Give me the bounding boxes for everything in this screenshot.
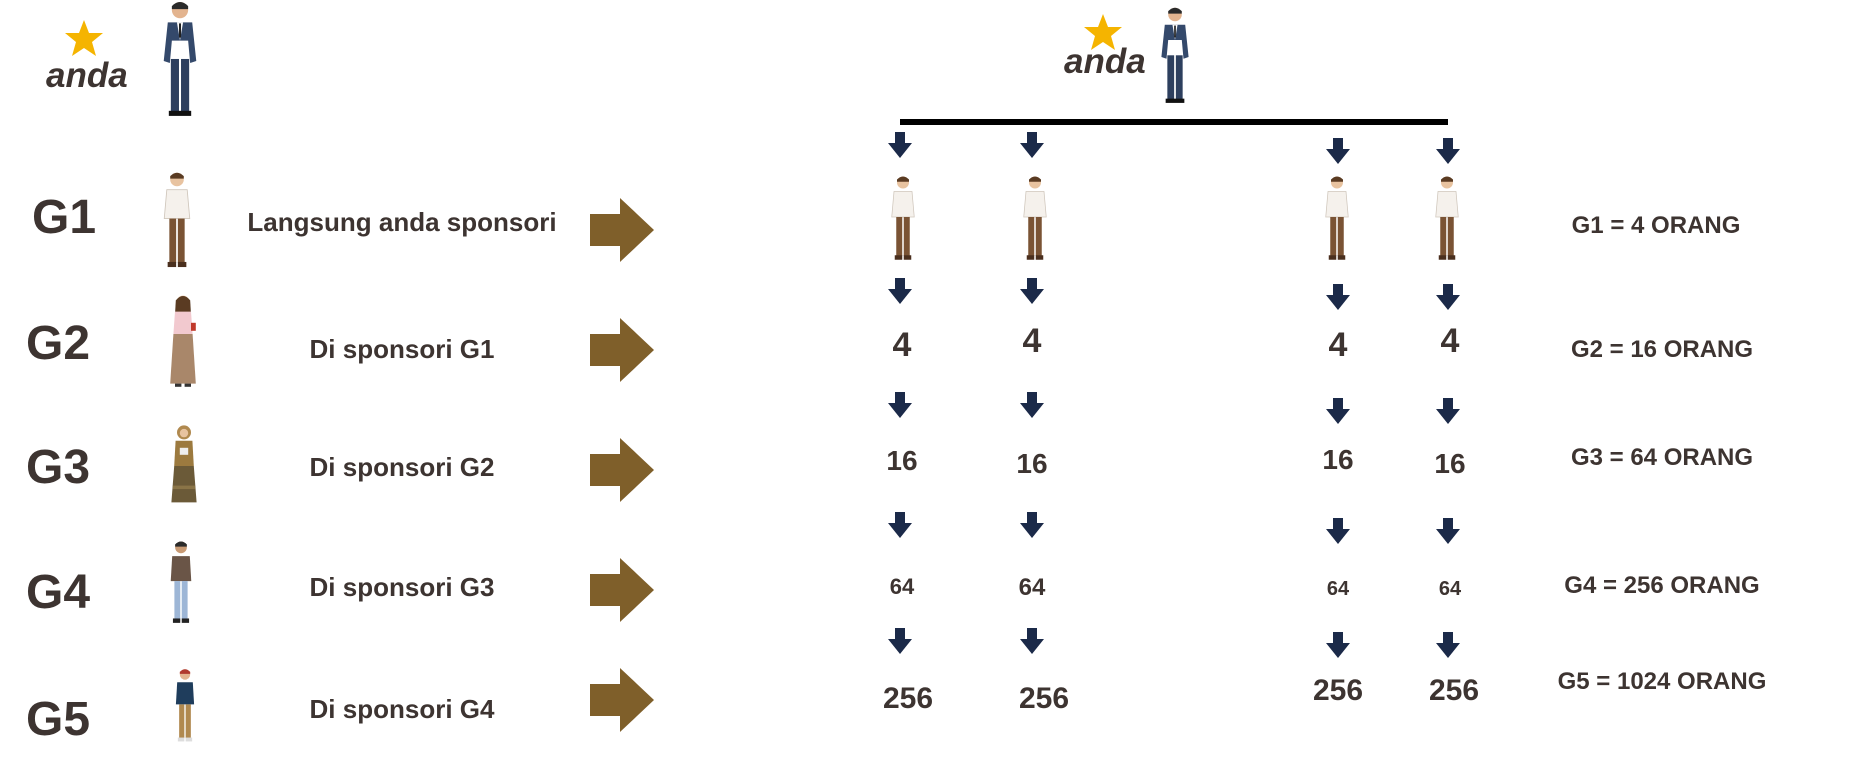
right-arrow-icon bbox=[590, 558, 654, 622]
tree-value: 4 bbox=[1440, 322, 1460, 360]
down-arrow-icon bbox=[1326, 138, 1350, 164]
down-arrow-icon bbox=[1326, 284, 1350, 310]
right-arrow-icon bbox=[590, 198, 654, 262]
woman-hijab-icon bbox=[166, 424, 202, 508]
gen-desc-g1: Langsung anda sponsori bbox=[247, 207, 557, 237]
right-arrow-icon bbox=[590, 668, 654, 732]
tree-value: 64 bbox=[889, 574, 915, 599]
gen-desc-g3: Di sponsori G2 bbox=[309, 452, 495, 482]
businessman-icon bbox=[1157, 6, 1193, 108]
down-arrow-icon bbox=[1436, 398, 1460, 424]
gen-desc-g4: Di sponsori G3 bbox=[309, 572, 495, 602]
down-arrow-icon bbox=[888, 392, 912, 418]
down-arrow-icon bbox=[1020, 132, 1044, 158]
gen-desc-g2: Di sponsori G1 bbox=[309, 334, 495, 364]
down-arrow-icon bbox=[888, 628, 912, 654]
down-arrow-icon bbox=[1020, 628, 1044, 654]
tree-value: 16 bbox=[1322, 444, 1354, 475]
down-arrow-icon bbox=[1436, 284, 1460, 310]
tree-value: 16 bbox=[886, 445, 918, 476]
down-arrow-icon bbox=[1020, 512, 1044, 538]
woman-long-skirt-icon bbox=[166, 294, 200, 390]
tree-value: 64 bbox=[1438, 578, 1462, 600]
tree-value: 256 bbox=[1428, 674, 1480, 707]
gen-label-g5: G5 bbox=[26, 693, 91, 746]
man-casual-icon bbox=[166, 540, 196, 628]
down-arrow-icon bbox=[888, 278, 912, 304]
tree-value: 16 bbox=[1434, 448, 1466, 479]
gen-total-g2: G2 = 16 ORANG bbox=[1570, 336, 1754, 363]
tree-root-bar bbox=[900, 119, 1448, 125]
gen-total-g4: G4 = 256 ORANG bbox=[1564, 572, 1760, 599]
gen-total-g3: G3 = 64 ORANG bbox=[1570, 444, 1754, 471]
anda-label-center: anda bbox=[1064, 42, 1146, 81]
gen-label-g3: G3 bbox=[26, 441, 91, 494]
star-icon bbox=[64, 18, 104, 58]
man-white-shirt-icon bbox=[888, 170, 918, 270]
down-arrow-icon bbox=[1436, 632, 1460, 658]
tree-value: 256 bbox=[1312, 674, 1364, 707]
gen-total-g5: G5 = 1024 ORANG bbox=[1557, 668, 1767, 695]
right-arrow-icon bbox=[590, 318, 654, 382]
tree-value: 16 bbox=[1016, 448, 1048, 479]
gen-label-g1: G1 bbox=[32, 191, 97, 244]
down-arrow-icon bbox=[1020, 278, 1044, 304]
down-arrow-icon bbox=[1326, 398, 1350, 424]
down-arrow-icon bbox=[1326, 632, 1350, 658]
gen-desc-g5: Di sponsori G4 bbox=[309, 694, 495, 724]
businessman-icon bbox=[158, 0, 202, 122]
tree-value: 4 bbox=[1328, 326, 1348, 364]
man-white-shirt-icon bbox=[1432, 170, 1462, 270]
anda-label-left: anda bbox=[46, 56, 128, 95]
tree-value: 64 bbox=[1018, 574, 1046, 601]
down-arrow-icon bbox=[888, 132, 912, 158]
down-arrow-icon bbox=[888, 512, 912, 538]
tree-value: 4 bbox=[892, 326, 912, 364]
tree-value: 256 bbox=[1018, 682, 1070, 715]
man-white-shirt-icon bbox=[1020, 170, 1050, 270]
gen-label-g4: G4 bbox=[26, 566, 91, 619]
gen-label-g2: G2 bbox=[26, 317, 91, 370]
right-arrow-icon bbox=[590, 438, 654, 502]
down-arrow-icon bbox=[1020, 392, 1044, 418]
down-arrow-icon bbox=[1436, 138, 1460, 164]
tree-value: 64 bbox=[1326, 578, 1350, 600]
man-white-shirt-icon bbox=[160, 168, 194, 276]
tree-value: 256 bbox=[882, 682, 934, 715]
man-white-shirt-icon bbox=[1322, 170, 1352, 270]
tree-value: 4 bbox=[1022, 322, 1042, 360]
down-arrow-icon bbox=[1436, 518, 1460, 544]
man-polo-icon bbox=[172, 666, 198, 748]
down-arrow-icon bbox=[1326, 518, 1350, 544]
gen-total-g1: G1 = 4 ORANG bbox=[1571, 212, 1741, 239]
